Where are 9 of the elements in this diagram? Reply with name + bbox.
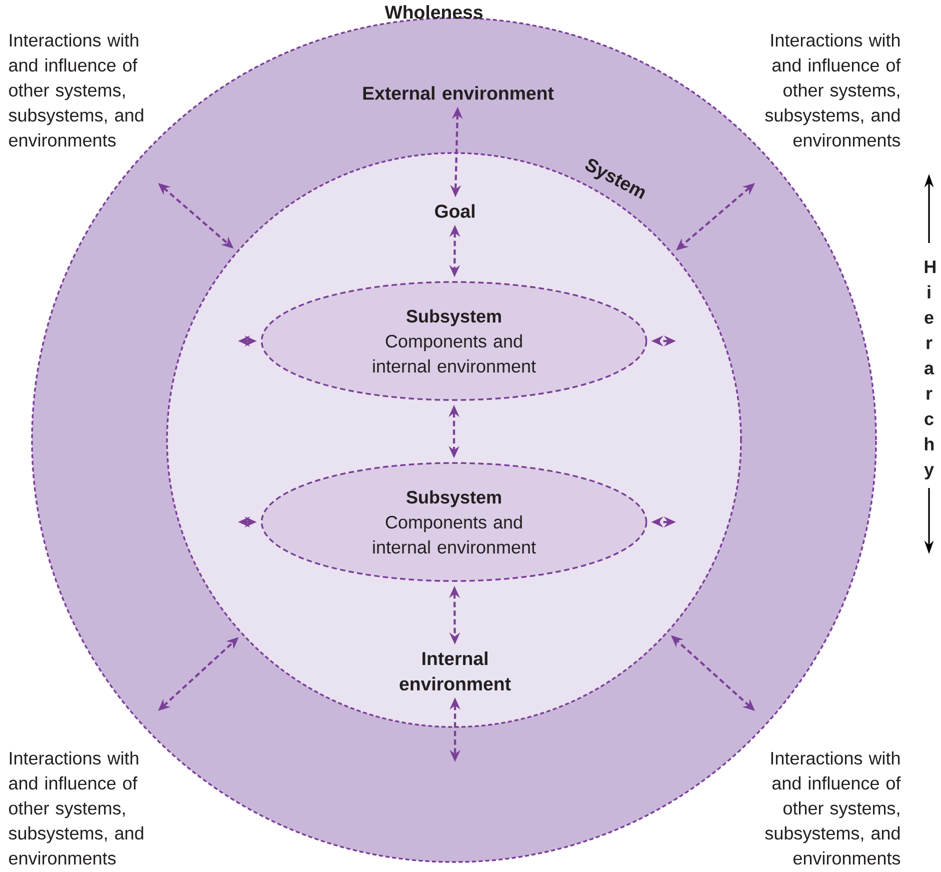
node-label: External environment bbox=[363, 86, 554, 100]
corner-note: Interactions with and influence of other systems, subsystems, and environments bbox=[8, 751, 144, 865]
corner-note: Interactions with and influence of other systems, subsystems, and environments bbox=[8, 33, 144, 147]
corner-note: Interactions with and influence of other systems, subsystems, and environments bbox=[765, 751, 901, 865]
vertical-label: Hierarchy bbox=[924, 260, 936, 480]
corner-note: Interactions with and influence of other systems, subsystems, and environments bbox=[765, 33, 901, 147]
node-label: Goal bbox=[435, 204, 474, 218]
circle-title: Wholeness bbox=[384, 5, 483, 19]
node-label: Internal environment bbox=[400, 651, 511, 691]
